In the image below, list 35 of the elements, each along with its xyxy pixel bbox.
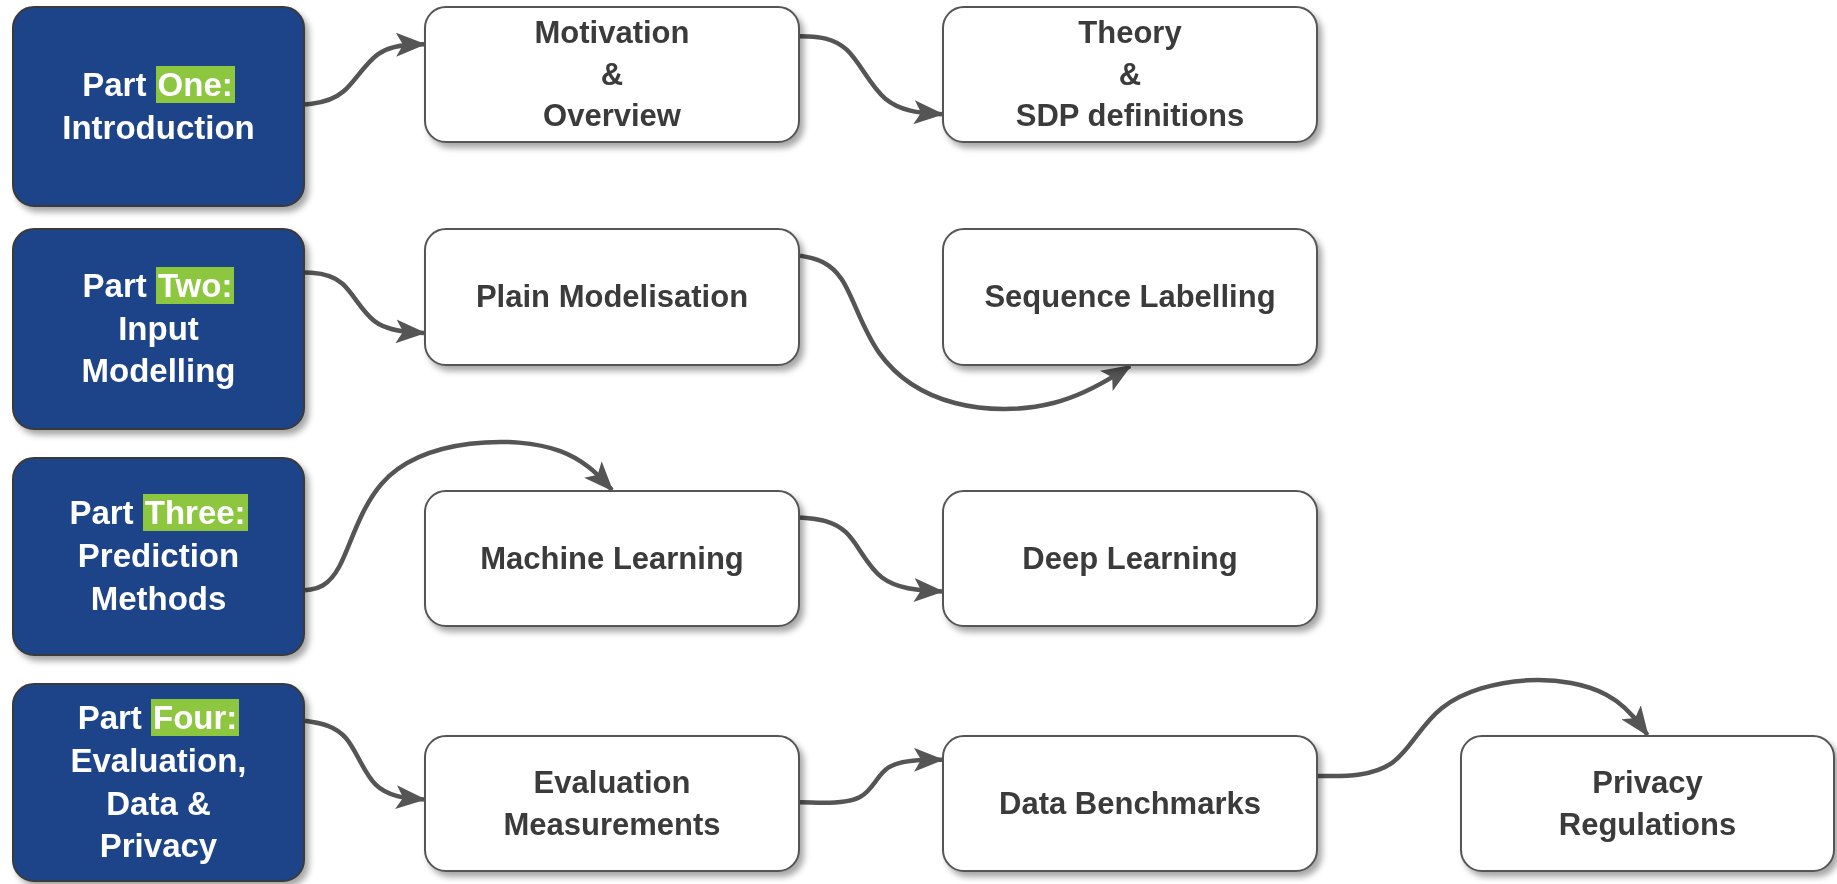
arrow [1318,677,1650,779]
topic-label: Data Benchmarks [999,784,1261,823]
topic-label: Plain Modelisation [475,278,749,317]
topic-box [424,490,800,627]
topic-label: Theory & SDP definitions [1015,13,1245,136]
topic-label: Machine Learning [480,539,744,578]
topic-label: Privacy Regulations [1558,763,1737,844]
arrow [304,270,426,344]
topic-box [942,228,1318,366]
part-title: Part Three: Prediction Methods [69,493,248,619]
arrow [304,439,614,593]
topic-box [424,228,800,366]
topic-box [424,735,800,872]
topic-box [1460,735,1835,872]
topic-box [942,490,1318,627]
topic-box [942,6,1318,143]
arrow [304,718,426,810]
topic-box [942,735,1318,872]
topic-label: Motivation & Overview [534,13,690,136]
topic-label: Sequence Labelling [984,278,1276,317]
part-box [12,683,305,882]
part-box [12,6,305,207]
part-box [12,228,305,430]
part-title: Part Four: Evaluation, Data & Privacy [70,697,247,867]
part-title: Part One: Introduction [62,64,255,148]
arrow [799,253,1132,412]
arrow [799,515,944,602]
topic-label: Deep Learning [1022,539,1238,578]
arrow [304,32,426,107]
arrow [799,747,944,806]
part-box [12,457,305,656]
topic-label: Evaluation Measurements [503,763,721,844]
topic-box [424,6,800,143]
part-title: Part Two: Input Modelling [81,265,236,392]
arrow [799,33,944,125]
